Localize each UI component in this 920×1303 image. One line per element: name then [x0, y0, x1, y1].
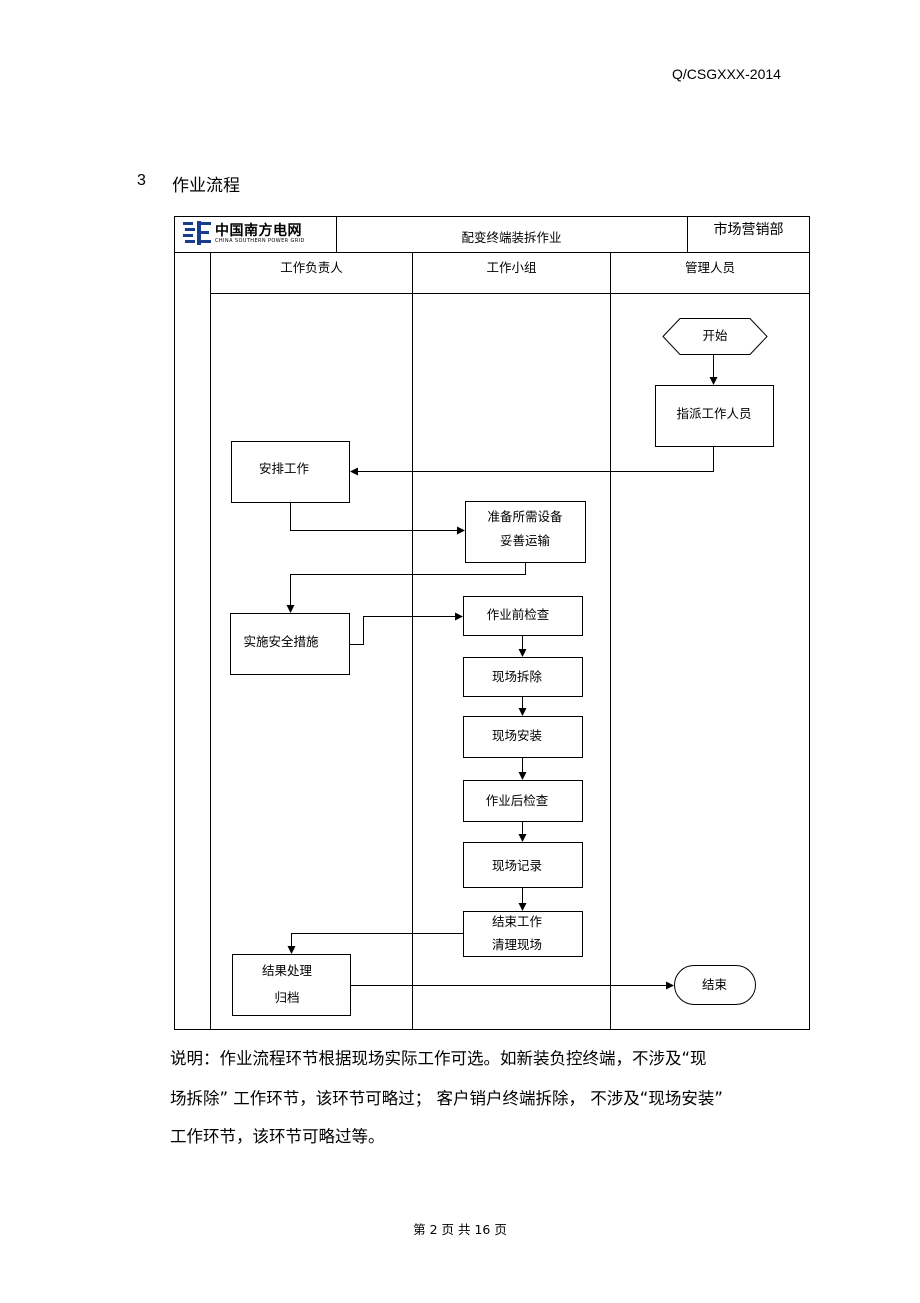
- postcheck-label: 作业后检查: [485, 793, 549, 808]
- lane-header-team: 工作小组: [486, 260, 537, 275]
- grid-logo-icon: [183, 221, 211, 245]
- department-label: 市场营销部: [713, 222, 784, 238]
- connector-prepare-safety: [286, 562, 526, 613]
- connector-finish-archive: [287, 933, 464, 954]
- end-label: 结束: [701, 977, 727, 992]
- note-line-1: 说明：作业流程环节根据现场实际工作可选。如新装负控终端，不涉及“现: [170, 1049, 707, 1068]
- install-label: 现场安装: [491, 728, 542, 743]
- end-node: [674, 965, 756, 1005]
- start-node: [662, 318, 768, 355]
- remove-label: 现场拆除: [491, 669, 542, 684]
- connector-arrange-prepare: [290, 502, 465, 535]
- lane-header-leader: 工作负责人: [280, 260, 343, 275]
- archive-label-1: 结果处理: [261, 963, 312, 978]
- connector-safety-precheck: [349, 612, 463, 645]
- note-line-3: 工作环节，该环节可略过等。: [170, 1127, 385, 1146]
- start-label: 开始: [702, 328, 728, 343]
- safety-label: 实施安全措施: [243, 634, 319, 649]
- flowchart-frame: [174, 216, 810, 1030]
- document-code: Q/CSGXXX-2014: [672, 66, 781, 82]
- assign-node: [655, 385, 774, 447]
- logo-text-en: CHINA SOUTHERN POWER GRID: [215, 238, 305, 244]
- finish-label-1: 结束工作: [491, 914, 542, 929]
- archive-label-2: 归档: [274, 990, 300, 1005]
- arrange-label: 安排工作: [258, 461, 309, 476]
- flow-title: 配变终端装拆作业: [461, 230, 562, 245]
- finish-label-2: 清理现场: [491, 937, 542, 952]
- record-label: 现场记录: [491, 858, 542, 873]
- section-title: 作业流程: [172, 176, 240, 196]
- prepare-label-1: 准备所需设备: [487, 509, 563, 524]
- prepare-label-2: 妥善运输: [499, 533, 550, 548]
- precheck-label: 作业前检查: [486, 607, 550, 622]
- note-line-2: 场拆除” 工作环节，该环节可略过； 客户销户终端拆除， 不涉及“现场安装”: [170, 1089, 723, 1108]
- page-footer: 第 2 页 共 16 页: [413, 1222, 507, 1237]
- lane-header-manager: 管理人员: [684, 260, 735, 275]
- section-number: 3: [137, 172, 146, 189]
- connector-assign-arrange: [350, 446, 714, 476]
- logo-text-cn: 中国南方电网: [215, 223, 302, 239]
- assign-label: 指派工作人员: [676, 406, 752, 421]
- company-logo: 中国南方电网 CHINA SOUTHERN POWER GRID: [179, 218, 336, 248]
